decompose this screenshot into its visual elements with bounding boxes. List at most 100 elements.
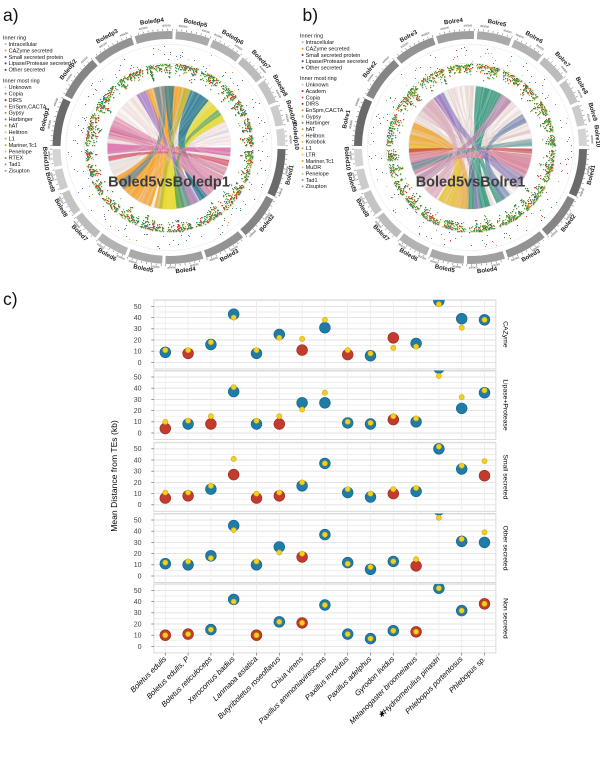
svg-text:c): c)	[3, 289, 18, 309]
svg-text:10: 10	[134, 562, 142, 569]
svg-text:Harbinger: Harbinger	[9, 117, 33, 123]
svg-text:400000: 400000	[47, 151, 52, 160]
svg-text:Tad1: Tad1	[306, 178, 318, 184]
svg-text:LTR: LTR	[306, 152, 316, 158]
svg-text:0: 0	[138, 644, 142, 651]
svg-text:400000: 400000	[535, 43, 545, 52]
svg-text:400000: 400000	[248, 229, 257, 238]
svg-text:400000: 400000	[397, 242, 407, 251]
svg-text:Tad1: Tad1	[9, 162, 21, 168]
svg-text:30: 30	[134, 610, 142, 617]
svg-text:800000: 800000	[229, 244, 239, 252]
svg-text:Boled5vsBolre1: Boled5vsBolre1	[416, 175, 526, 191]
svg-text:400000: 400000	[288, 135, 293, 144]
svg-text:0: 0	[138, 360, 142, 367]
svg-text:Gypsy: Gypsy	[306, 114, 322, 120]
svg-text:Penelope: Penelope	[9, 149, 32, 155]
svg-text:800000: 800000	[46, 119, 52, 129]
svg-text:400000: 400000	[576, 89, 584, 99]
svg-text:800000: 800000	[586, 165, 592, 175]
svg-text:800000: 800000	[284, 165, 290, 175]
svg-text:Intracellular: Intracellular	[9, 42, 38, 48]
svg-text:400000: 400000	[374, 220, 383, 230]
svg-text:Mean Distance from TEs (kb): Mean Distance from TEs (kb)	[109, 420, 119, 532]
svg-text:10: 10	[134, 491, 142, 498]
svg-text:800000: 800000	[440, 25, 450, 31]
svg-text:a): a)	[3, 5, 19, 25]
svg-text:Small secreted: Small secreted	[502, 454, 509, 499]
svg-text:hAT: hAT	[306, 127, 316, 133]
svg-text:Helitron: Helitron	[9, 130, 28, 136]
svg-text:Bolre5: Bolre5	[487, 18, 508, 29]
svg-text:400000: 400000	[351, 172, 357, 182]
svg-text:800000: 800000	[263, 211, 272, 221]
svg-text:DIRS: DIRS	[306, 102, 319, 108]
svg-text:Intracellular: Intracellular	[306, 40, 335, 46]
svg-text:Mariner,Tc1: Mariner,Tc1	[9, 143, 37, 149]
svg-text:50: 50	[134, 374, 142, 381]
svg-text:50: 50	[134, 588, 142, 595]
svg-text:Boled1: Boled1	[586, 164, 597, 186]
svg-text:Small secreted protein: Small secreted protein	[306, 53, 361, 59]
svg-text:Inner ring: Inner ring	[300, 34, 323, 40]
svg-text:20: 20	[134, 480, 142, 487]
svg-text:10: 10	[134, 633, 142, 640]
svg-text:800000: 800000	[366, 72, 375, 82]
svg-text:400000: 400000	[167, 265, 176, 269]
svg-text:Kolobok: Kolobok	[306, 140, 326, 146]
svg-text:50: 50	[134, 517, 142, 524]
svg-text:Bolre4: Bolre4	[444, 17, 464, 27]
svg-text:20: 20	[134, 551, 142, 558]
svg-text:Unknown: Unknown	[306, 83, 329, 89]
svg-text:800000: 800000	[98, 41, 108, 49]
svg-text:Boled10: Boled10	[342, 146, 351, 171]
svg-text:10: 10	[134, 419, 142, 426]
svg-text:CAZyme secreted: CAZyme secreted	[306, 46, 350, 52]
svg-text:CAZyme: CAZyme	[502, 321, 509, 348]
svg-text:40: 40	[134, 386, 142, 393]
svg-text:Other secreted: Other secreted	[502, 526, 509, 571]
svg-text:Inner most ring: Inner most ring	[300, 76, 337, 82]
svg-text:800000: 800000	[452, 264, 462, 269]
svg-text:800000: 800000	[491, 262, 501, 268]
svg-text:Small secreted protein: Small secreted protein	[9, 55, 64, 61]
svg-text:40: 40	[134, 457, 142, 464]
svg-text:Other secreted: Other secreted	[9, 68, 45, 74]
svg-text:30: 30	[134, 397, 142, 404]
svg-text:Lipase+Protease: Lipase+Protease	[502, 379, 509, 430]
svg-text:Penelope: Penelope	[306, 171, 329, 177]
svg-text:400000: 400000	[258, 65, 267, 75]
svg-text:Boledp4: Boledp4	[140, 16, 165, 26]
svg-text:Boled4: Boled4	[477, 266, 499, 276]
svg-text:Boled5vsBoledp1: Boled5vsBoledp1	[108, 175, 230, 191]
svg-text:DIRS: DIRS	[9, 98, 22, 104]
svg-text:400000: 400000	[469, 265, 478, 269]
svg-text:400000: 400000	[50, 172, 56, 182]
svg-text:CAZyme secreted: CAZyme secreted	[9, 48, 53, 54]
svg-text:400000: 400000	[209, 255, 219, 262]
svg-text:800000: 800000	[400, 41, 410, 49]
svg-text:400000: 400000	[560, 65, 569, 75]
svg-text:400000: 400000	[510, 255, 520, 262]
svg-text:400000: 400000	[381, 55, 390, 64]
svg-text:Copia: Copia	[306, 95, 321, 101]
svg-text:Zisupton: Zisupton	[306, 184, 327, 190]
svg-text:hAT: hAT	[9, 124, 19, 130]
svg-text:Zisupton: Zisupton	[9, 169, 30, 175]
svg-text:Boledp5: Boledp5	[183, 17, 209, 29]
svg-text:Other secreted: Other secreted	[306, 65, 342, 71]
svg-text:L1: L1	[9, 136, 15, 142]
svg-text:30: 30	[134, 540, 142, 547]
svg-text:10: 10	[134, 349, 142, 356]
svg-text:Helitron: Helitron	[306, 133, 325, 139]
svg-text:Lipase/Protease secreted: Lipase/Protease secreted	[306, 59, 368, 65]
svg-text:800000: 800000	[179, 24, 189, 29]
svg-text:Boled4: Boled4	[175, 266, 197, 276]
svg-text:30: 30	[134, 326, 142, 333]
svg-text:30: 30	[134, 469, 142, 476]
svg-text:Unknown: Unknown	[9, 85, 32, 91]
svg-text:400000: 400000	[96, 242, 106, 251]
svg-text:400000: 400000	[52, 97, 59, 107]
svg-text:400000: 400000	[349, 151, 354, 160]
svg-text:800000: 800000	[190, 262, 200, 268]
